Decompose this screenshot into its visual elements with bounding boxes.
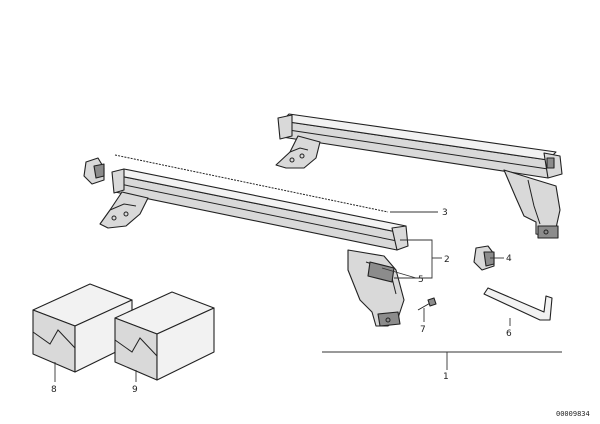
callout-5: 5 xyxy=(418,275,424,285)
rear-right-foot xyxy=(503,169,561,239)
callout-1: 1 xyxy=(443,372,449,382)
callout-6: 6 xyxy=(506,329,512,339)
front-crossbar xyxy=(111,168,409,251)
callout-4: 4 xyxy=(506,254,512,264)
front-left-foot xyxy=(99,191,149,229)
leader-lines xyxy=(54,211,562,382)
callout-9: 9 xyxy=(132,385,138,395)
front-right-foot xyxy=(347,249,405,327)
callout-2: 2 xyxy=(444,255,450,265)
allen-key xyxy=(483,287,553,321)
diagram-code: 00009834 xyxy=(556,410,590,418)
callout-8: 8 xyxy=(51,385,57,395)
rubber-strip xyxy=(114,154,389,213)
screw xyxy=(417,297,437,311)
rear-left-foot xyxy=(275,135,321,169)
end-cap xyxy=(473,245,495,271)
storage-box-9 xyxy=(114,291,215,381)
rear-crossbar xyxy=(277,113,563,179)
callout-3: 3 xyxy=(442,208,448,218)
end-cap-left xyxy=(83,157,105,185)
callout-7: 7 xyxy=(420,325,426,335)
